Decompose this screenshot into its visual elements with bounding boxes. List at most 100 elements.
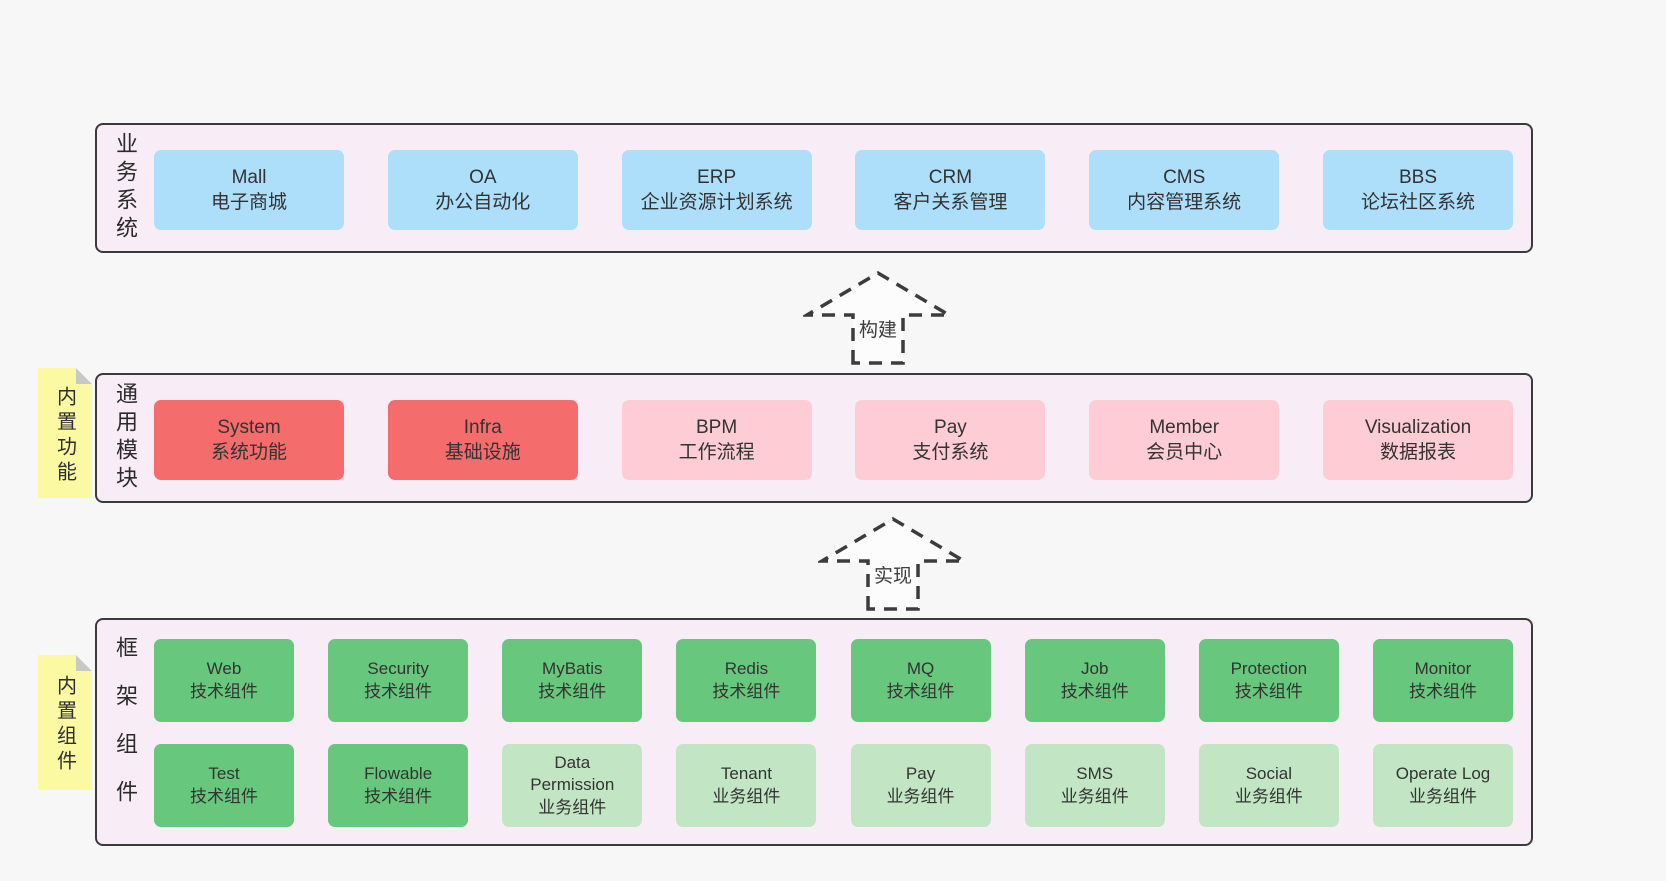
box-cms: CMS 内容管理系统: [1089, 150, 1280, 230]
box-title: Pay: [905, 764, 936, 784]
box-title: Test: [208, 764, 240, 784]
box-monitor: Monitor 技术组件: [1372, 639, 1513, 722]
box-subtitle: 技术组件: [886, 681, 955, 701]
box-subtitle: 技术组件: [190, 786, 258, 806]
box-job: Job 技术组件: [1024, 639, 1165, 722]
box-title: System: [217, 416, 281, 438]
layer-components-label: 框架组件: [113, 636, 138, 828]
box-mybatis: MyBatis 技术组件: [502, 639, 643, 722]
box-title: BBS: [1398, 166, 1437, 188]
box-web: Web 技术组件: [154, 639, 294, 722]
layer-business-label: 业务系统: [113, 132, 138, 244]
box-title: Flowable: [364, 764, 433, 784]
box-title: BPM: [696, 416, 738, 438]
box-bbs: BBS 论坛社区系统: [1322, 150, 1513, 230]
box-subtitle: 电子商城: [210, 192, 287, 213]
box-title: Job: [1080, 659, 1109, 679]
implement-arrow-label: 实现: [870, 560, 916, 589]
box-test: Test 技术组件: [154, 744, 294, 827]
components-box-row-2: Test 技术组件 Flowable 技术组件 Data Permission …: [154, 744, 1513, 827]
box-title: Infra: [463, 416, 502, 438]
box-title: ERP: [697, 166, 737, 188]
modules-box-row: System 系统功能 Infra 基础设施 BPM 工作流程 Pay 支付系统…: [154, 400, 1513, 480]
box-subtitle: 业务组件: [1234, 786, 1303, 806]
folded-corner-icon: [76, 655, 92, 671]
box-subtitle: 技术组件: [190, 681, 258, 701]
box-title: CRM: [928, 166, 973, 188]
box-subtitle: 技术组件: [538, 681, 607, 701]
box-bpm: BPM 工作流程: [621, 400, 812, 480]
box-infra: Infra 基础设施: [387, 400, 578, 480]
box-title: Monitor: [1414, 659, 1472, 679]
box-subtitle: 技术组件: [364, 681, 433, 701]
box-subtitle: 技术组件: [1408, 681, 1477, 701]
box-title: Pay: [934, 416, 967, 438]
box-subtitle: 客户关系管理: [893, 192, 1008, 213]
box-title: Redis: [724, 659, 769, 679]
sticky-note-builtin-functions: 内置功能: [38, 368, 92, 498]
box-subtitle: 会员中心: [1146, 442, 1223, 463]
build-arrow: 构建: [803, 268, 953, 366]
box-title: Operate Log: [1395, 764, 1491, 784]
box-subtitle: 企业资源计划系统: [640, 192, 793, 213]
layer-framework-components: 框架组件 Web 技术组件 Security 技术组件 MyBatis 技术组件…: [95, 618, 1533, 846]
box-crm: CRM 客户关系管理: [855, 150, 1046, 230]
box-title: Mall: [231, 166, 267, 188]
box-visualization: Visualization 数据报表: [1322, 400, 1513, 480]
box-subtitle: 业务组件: [1060, 786, 1129, 806]
layer-common-modules: 通用模块 System 系统功能 Infra 基础设施 BPM 工作流程 Pay…: [95, 373, 1533, 503]
box-subtitle: 技术组件: [712, 681, 781, 701]
box-member: Member 会员中心: [1089, 400, 1280, 480]
box-sms: SMS 业务组件: [1024, 744, 1165, 827]
folded-corner-icon: [76, 368, 92, 384]
box-title: Social: [1245, 764, 1292, 784]
box-data-permission: Data Permission 业务组件: [502, 744, 643, 827]
box-mq: MQ 技术组件: [850, 639, 991, 722]
box-subtitle: 工作流程: [678, 442, 755, 463]
box-mall: Mall 电子商城: [154, 150, 344, 230]
build-arrow-label: 构建: [855, 314, 901, 343]
box-title: CMS: [1163, 166, 1206, 188]
box-title: Member: [1149, 416, 1220, 438]
box-operate-log: Operate Log 业务组件: [1372, 744, 1513, 827]
box-protection: Protection 技术组件: [1198, 639, 1339, 722]
box-subtitle: 技术组件: [1060, 681, 1129, 701]
sticky-note-builtin-components: 内置组件: [38, 655, 92, 790]
box-pay-system: Pay 支付系统: [855, 400, 1046, 480]
box-subtitle: 业务组件: [538, 797, 607, 817]
box-title: MQ: [906, 659, 935, 679]
box-subtitle: 基础设施: [444, 442, 521, 463]
box-title: Visualization: [1364, 416, 1472, 438]
box-social: Social 业务组件: [1198, 744, 1339, 827]
box-pay-component: Pay 业务组件: [850, 744, 991, 827]
box-erp: ERP 企业资源计划系统: [621, 150, 812, 230]
box-title: MyBatis: [542, 659, 603, 679]
box-subtitle: 内容管理系统: [1127, 192, 1242, 213]
box-oa: OA 办公自动化: [387, 150, 578, 230]
box-subtitle: 技术组件: [1234, 681, 1303, 701]
box-subtitle: 论坛社区系统: [1360, 192, 1475, 213]
box-title: Protection: [1230, 659, 1308, 679]
box-subtitle: 业务组件: [1408, 786, 1477, 806]
components-box-row-1: Web 技术组件 Security 技术组件 MyBatis 技术组件 Redi…: [154, 639, 1513, 722]
box-subtitle: 技术组件: [364, 786, 433, 806]
box-security: Security 技术组件: [328, 639, 469, 722]
box-subtitle: 业务组件: [886, 786, 955, 806]
box-subtitle: 系统功能: [210, 442, 287, 463]
box-title: Tenant: [720, 764, 772, 784]
box-redis: Redis 技术组件: [676, 639, 817, 722]
business-box-row: Mall 电子商城 OA 办公自动化 ERP 企业资源计划系统 CRM 客户关系…: [154, 150, 1513, 230]
box-system: System 系统功能: [154, 400, 344, 480]
box-subtitle: 办公自动化: [435, 192, 531, 213]
box-title: Security: [367, 659, 429, 679]
box-subtitle: 数据报表: [1379, 442, 1456, 463]
layer-business-systems: 业务系统 Mall 电子商城 OA 办公自动化 ERP 企业资源计划系统 CRM…: [95, 123, 1533, 253]
box-flowable: Flowable 技术组件: [328, 744, 469, 827]
box-tenant: Tenant 业务组件: [676, 744, 817, 827]
box-title: Data Permission: [530, 752, 615, 795]
box-subtitle: 支付系统: [912, 442, 989, 463]
box-title: OA: [469, 166, 497, 188]
box-subtitle: 业务组件: [712, 786, 781, 806]
layer-modules-label: 通用模块: [113, 382, 138, 494]
